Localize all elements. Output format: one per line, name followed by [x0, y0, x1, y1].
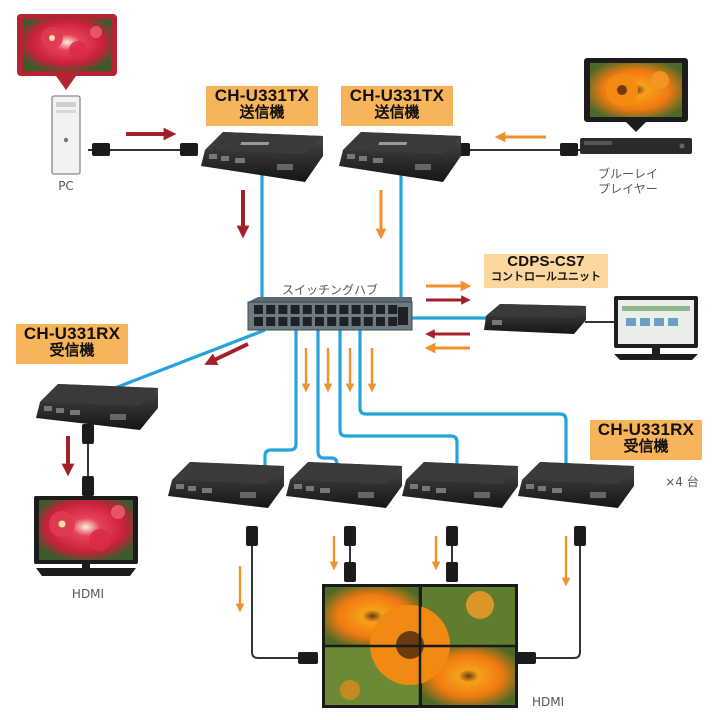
rx1-monitor-icon	[34, 496, 138, 576]
hdmi-wall-caption: HDMI	[532, 695, 564, 709]
switch-port	[351, 305, 361, 314]
hdmi-plug-icon	[82, 476, 94, 496]
hdmi-cable-rx-d	[524, 540, 581, 659]
tx1-label: CH-U331TX 送信機	[206, 86, 318, 126]
controller-device	[484, 304, 586, 334]
bluray-caption-line2: プレイヤー	[598, 182, 658, 196]
tx2-role: 送信機	[374, 104, 420, 122]
tx1-device	[201, 132, 323, 182]
rx-device-b	[286, 462, 402, 508]
rx4-role: 受信機	[623, 438, 669, 456]
rx1-device	[36, 384, 158, 430]
lan-cable-rx1	[114, 328, 266, 390]
rx-device-a	[168, 462, 284, 508]
rx1-label: CH-U331RX 受信機	[16, 324, 128, 364]
hdmi-plug-icon	[344, 562, 356, 582]
controller-model: CDPS-CS7	[507, 253, 585, 270]
hdmi-plug-icon	[560, 143, 578, 156]
tx2-device	[339, 132, 461, 182]
hdmi-plugs	[82, 143, 586, 664]
switch-port	[254, 317, 263, 326]
signal-arrows	[61, 127, 571, 613]
tx2-label: CH-U331TX 送信機	[341, 86, 453, 126]
rx1-model: CH-U331RX	[23, 324, 121, 343]
tx1-role: 送信機	[239, 104, 285, 122]
switch-port	[327, 317, 337, 326]
controller-role: コントロールユニット	[491, 270, 601, 283]
switch-port	[302, 317, 312, 326]
rx4-label: CH-U331RX 受信機	[590, 420, 702, 460]
switch-hub-caption: スイッチングハブ	[282, 282, 378, 297]
rx-device-d	[518, 462, 634, 508]
switch-port	[266, 317, 276, 326]
switch-port	[363, 305, 373, 314]
hdmi-plug-icon	[92, 143, 110, 156]
arrow-red-to-rx1	[204, 342, 249, 366]
tx2-model: CH-U331TX	[349, 86, 445, 105]
switch-port	[315, 305, 324, 314]
lan-cables	[114, 168, 568, 470]
rx4-model: CH-U331RX	[597, 420, 695, 439]
bluray-display-icon	[584, 58, 688, 132]
video-wall-icon	[322, 584, 518, 708]
hdmi-plug-icon	[82, 424, 94, 444]
rx1-role: 受信機	[49, 342, 95, 360]
switch-port	[363, 317, 373, 326]
bluray-caption-line1: ブルーレイ	[598, 166, 658, 181]
bluray-player-icon	[580, 138, 692, 154]
controller-label: CDPS-CS7 コントロールユニット	[484, 253, 608, 288]
switch-port	[339, 317, 349, 326]
lan-cable-rx-d	[358, 330, 568, 470]
hdmi-plug-icon	[246, 526, 258, 546]
switch-port	[376, 305, 385, 314]
hdmi-plug-icon	[344, 526, 356, 546]
switch-port	[339, 305, 349, 314]
hdmi-plug-icon	[516, 652, 536, 664]
controller-monitor-icon	[614, 296, 698, 360]
hdmi-cable-rx-a	[251, 540, 310, 659]
switch-port	[254, 305, 263, 314]
switch-port	[388, 317, 398, 326]
switch-port	[327, 305, 337, 314]
network-switch-icon	[247, 297, 413, 331]
switch-port	[388, 305, 398, 314]
switch-port	[278, 305, 288, 314]
rx-count-caption: ×4 台	[665, 474, 699, 489]
tx1-model: CH-U331TX	[214, 86, 310, 105]
switch-port	[290, 305, 300, 314]
lan-cable-rx-c	[338, 330, 459, 470]
pc-caption: PC	[58, 179, 74, 193]
switch-uplink-port	[398, 307, 408, 325]
hdmi-plug-icon	[446, 526, 458, 546]
switch-port	[315, 317, 324, 326]
switch-port	[278, 317, 288, 326]
switch-port	[302, 305, 312, 314]
rx-device-c	[402, 462, 518, 508]
switch-port	[266, 305, 276, 314]
hdmi-left-caption: HDMI	[72, 587, 104, 601]
hdmi-plug-icon	[446, 562, 458, 582]
switch-port	[351, 317, 361, 326]
hdmi-plug-icon	[574, 526, 586, 546]
pc-display-bubble	[17, 14, 117, 90]
hdmi-plug-icon	[180, 143, 198, 156]
switch-port	[376, 317, 385, 326]
pc-tower-icon	[51, 95, 81, 175]
lan-cable-rx-a	[263, 330, 298, 470]
lan-cable-rx-b	[316, 330, 339, 470]
hdmi-plug-icon	[298, 652, 318, 664]
switch-port	[290, 317, 300, 326]
